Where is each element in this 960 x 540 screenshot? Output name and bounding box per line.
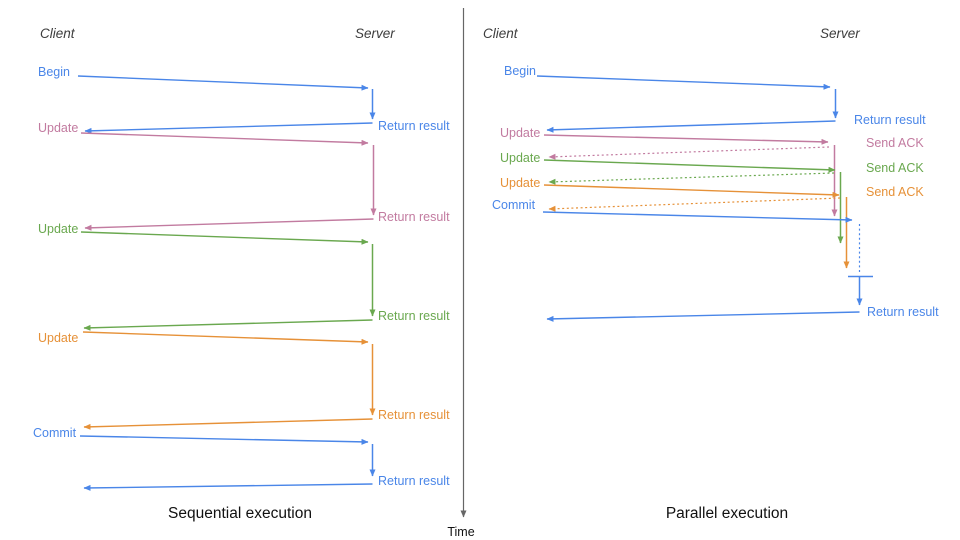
left-commit-request-arrow (79, 435, 369, 445)
left-update3-response-label: Return result (378, 408, 450, 422)
left-commit-label: Commit (33, 426, 77, 440)
right-commit-response-label: Return result (867, 305, 939, 319)
right-client-header: Client (483, 26, 519, 41)
left-update2-label: Update (38, 222, 78, 236)
right-update2-label: Update (500, 151, 540, 165)
right-panel-caption: Parallel execution (666, 505, 788, 522)
left-begin-request-arrow (77, 75, 369, 91)
right-server-header: Server (820, 26, 860, 41)
right-begin-label: Begin (504, 64, 536, 78)
right-update1-request-arrow (543, 134, 829, 145)
right-update1-ack-label: Send ACK (866, 136, 924, 150)
sequential-panel: Client Server Begin Return result Update… (33, 26, 450, 522)
right-update1-ack-arrow (548, 146, 830, 160)
right-update1-label: Update (500, 126, 540, 140)
right-update2-ack-arrow (548, 172, 835, 185)
right-commit-label: Commit (492, 198, 536, 212)
left-update2-response-label: Return result (378, 309, 450, 323)
right-update3-ack-label: Send ACK (866, 185, 924, 199)
left-update2-request-arrow (80, 231, 369, 245)
left-begin-response-arrow (84, 122, 373, 134)
left-commit-response-label: Return result (378, 474, 450, 488)
right-begin-response-arrow (546, 120, 836, 133)
left-panel-caption: Sequential execution (168, 505, 312, 522)
right-update3-request-arrow (543, 184, 840, 198)
right-update2-ack-label: Send ACK (866, 161, 924, 175)
left-update3-response-arrow (83, 418, 373, 430)
time-axis-label: Time (447, 525, 474, 539)
time-axis: Time (447, 8, 475, 539)
left-commit-response-arrow (83, 483, 373, 491)
left-client-header: Client (40, 26, 76, 41)
left-update1-label: Update (38, 121, 78, 135)
right-begin-request-arrow (536, 75, 831, 90)
left-update1-request-arrow (80, 132, 369, 146)
right-update2-request-arrow (543, 159, 836, 173)
left-update3-label: Update (38, 331, 78, 345)
left-update3-request-arrow (82, 331, 369, 345)
left-begin-label: Begin (38, 65, 70, 79)
left-server-header: Server (355, 26, 395, 41)
right-update3-label: Update (500, 176, 540, 190)
right-commit-request-arrow (542, 211, 853, 223)
left-update2-response-arrow (83, 319, 373, 331)
right-commit-response-arrow (546, 311, 860, 322)
right-begin-response-label: Return result (854, 113, 926, 127)
left-begin-response-label: Return result (378, 119, 450, 133)
parallel-panel: Client Server Begin Return result Update… (483, 26, 939, 522)
right-update3-ack-arrow (548, 197, 841, 212)
left-update1-response-arrow (84, 218, 374, 231)
left-update1-response-label: Return result (378, 210, 450, 224)
